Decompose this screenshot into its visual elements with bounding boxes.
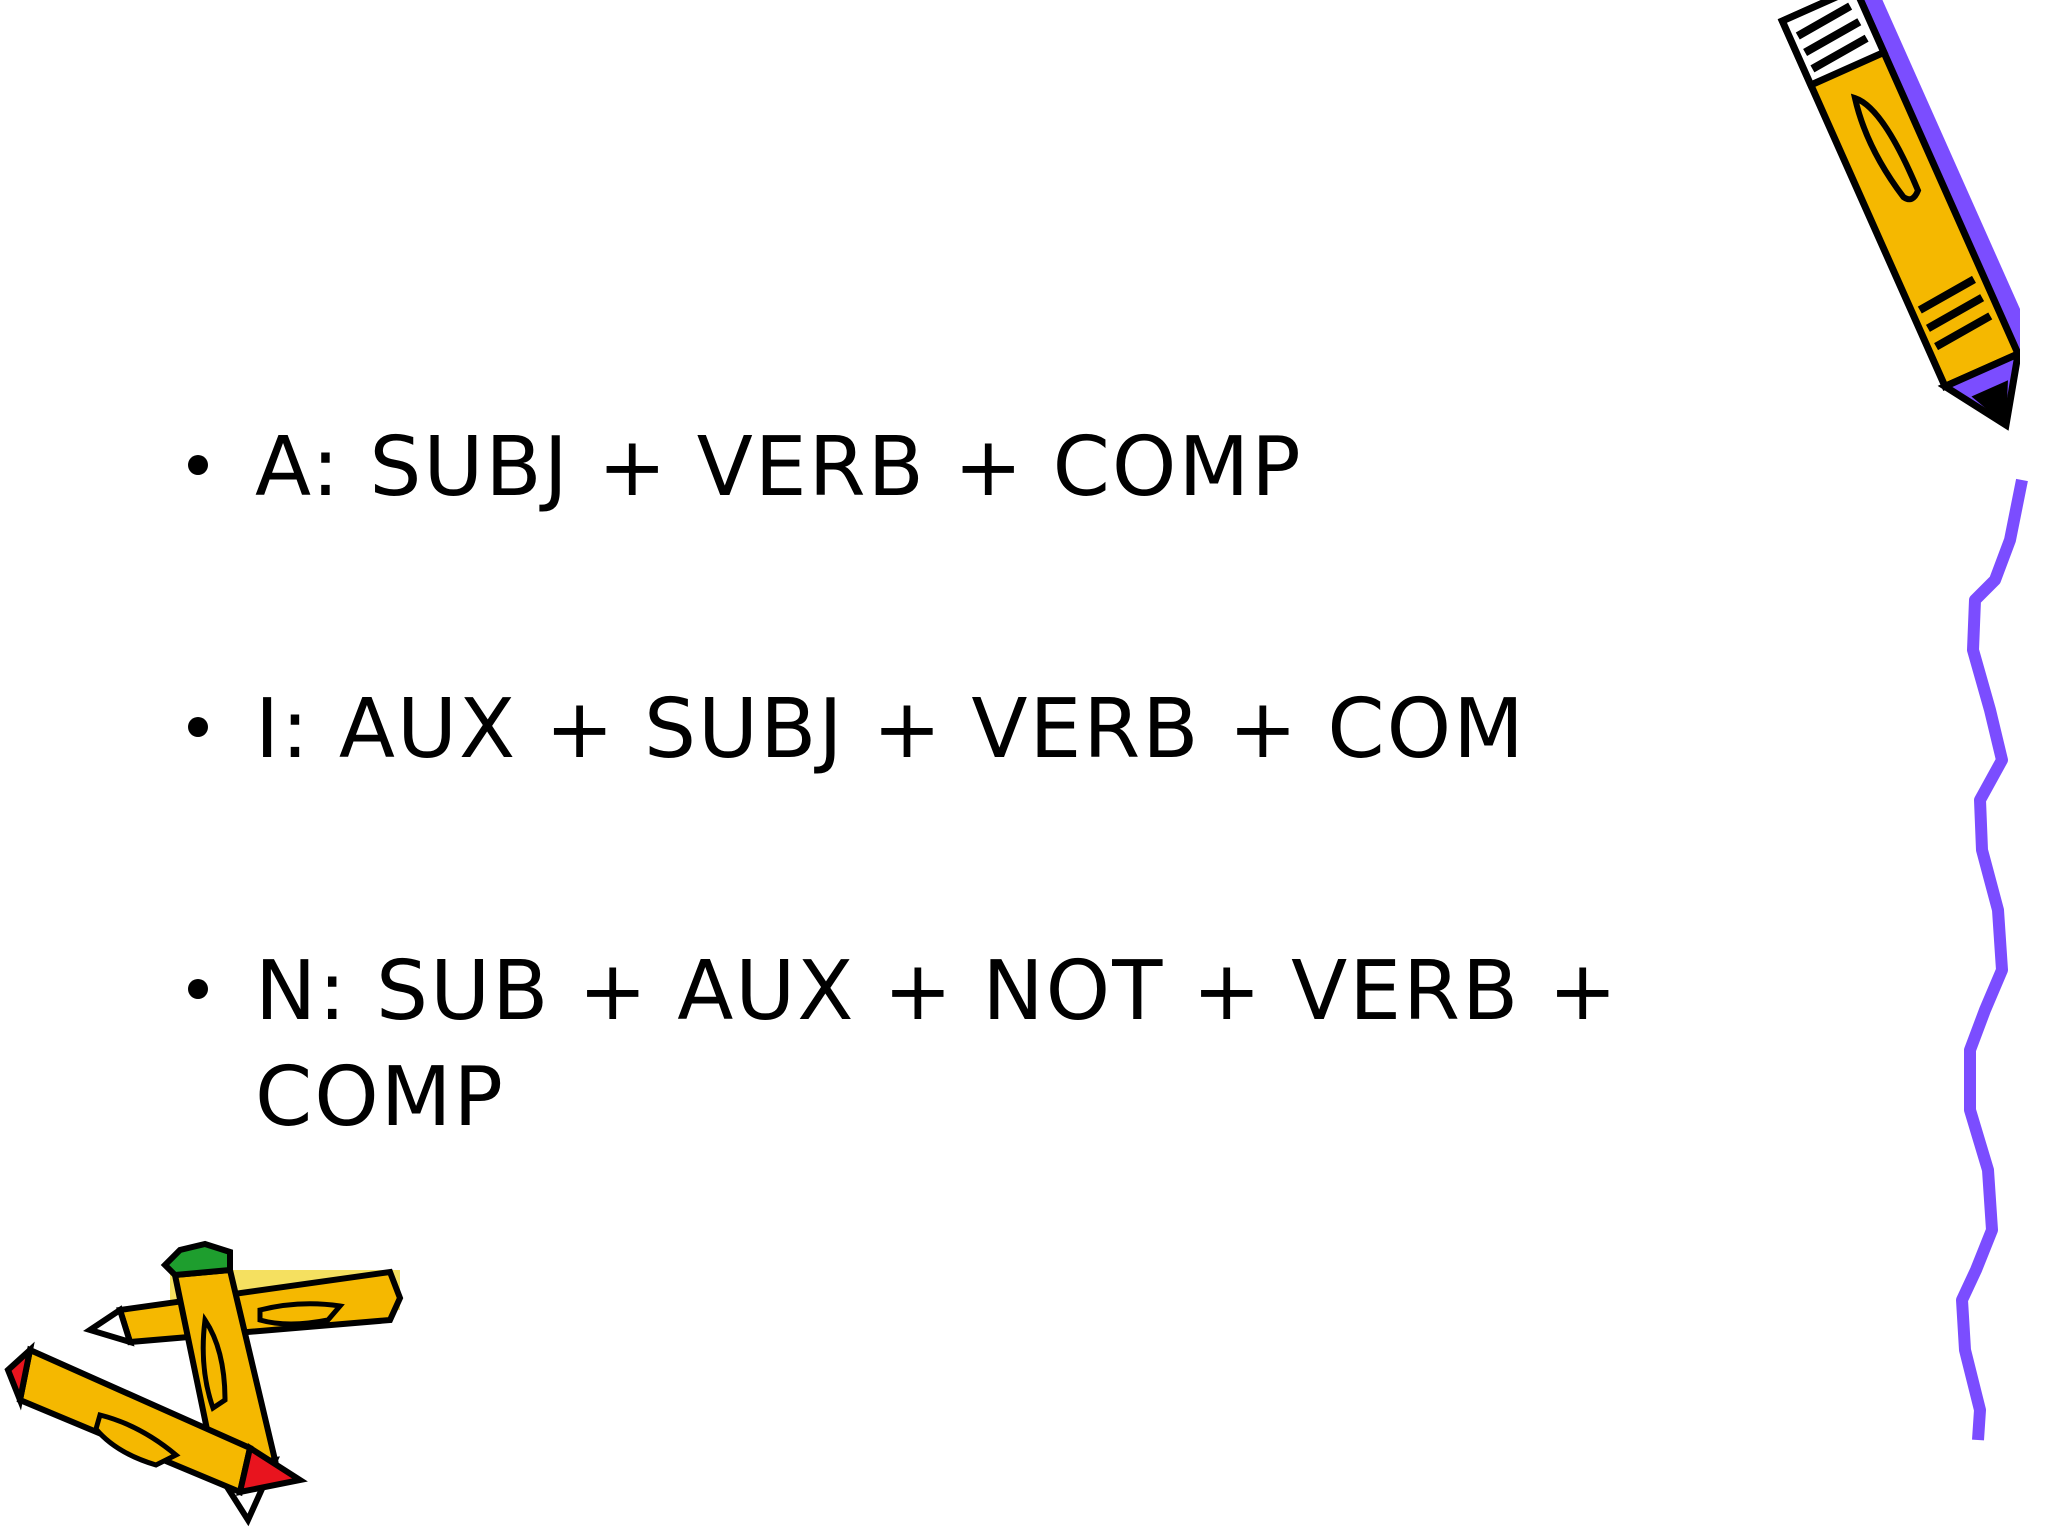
squiggle-line — [1956, 478, 2028, 1441]
bullet-dot — [188, 717, 208, 737]
bullet-text: N: SUB + AUX + NOT + VERB + COMP — [255, 944, 1620, 1145]
bullet-item: I: AUX + SUBJ + VERB + COM — [170, 677, 1650, 783]
bullet-item: A: SUBJ + VERB + COMP — [170, 415, 1650, 521]
bullet-dot — [188, 979, 208, 999]
bullet-text: I: AUX + SUBJ + VERB + COM — [255, 682, 1526, 777]
bullet-list: A: SUBJ + VERB + COMP I: AUX + SUBJ + VE… — [170, 415, 1650, 1151]
pencil-icon — [1777, 0, 2020, 431]
crossed-pencils-icon — [4, 1240, 404, 1527]
bullet-dot — [188, 455, 208, 475]
bullet-text: A: SUBJ + VERB + COMP — [255, 420, 1303, 515]
bullet-item: N: SUB + AUX + NOT + VERB + COMP — [170, 939, 1650, 1151]
